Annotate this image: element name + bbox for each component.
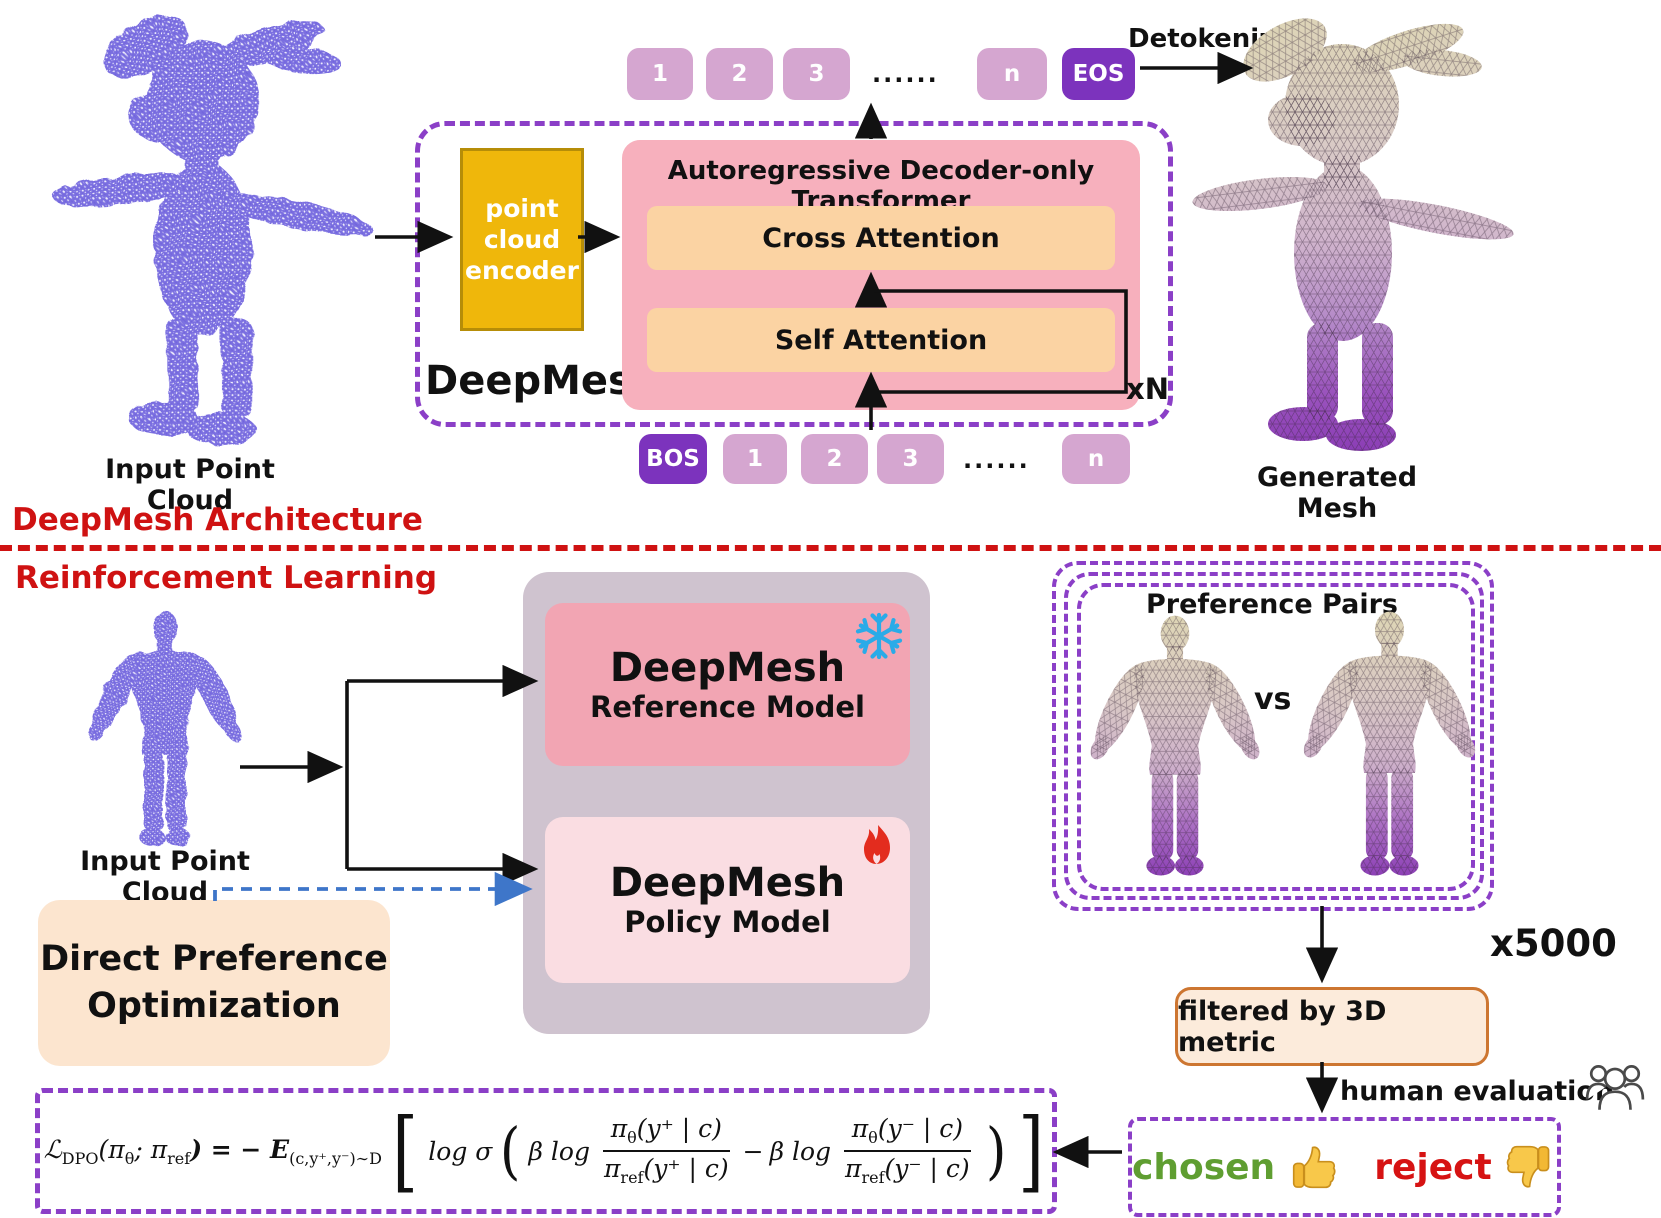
rl-input-point-cloud-image xyxy=(84,611,246,846)
policy-model-box: DeepMesh Policy Model xyxy=(545,817,910,983)
people-icon xyxy=(1585,1065,1645,1110)
flame-icon xyxy=(864,825,890,864)
thumbs-up-icon xyxy=(1293,1146,1336,1189)
dpo-line-2: Optimization xyxy=(87,986,341,1026)
formula-lhs: ℒDPO(πθ; πref) = − E(c,y⁺,y⁻)∼D xyxy=(43,1134,382,1168)
generated-mesh-caption: Generated Mesh xyxy=(1256,462,1418,524)
thumbs-down-icon xyxy=(1506,1145,1550,1188)
preference-pairs-stack-middle xyxy=(1064,572,1484,900)
preference-mesh-right-image xyxy=(1298,611,1481,876)
reject-label: reject xyxy=(1374,1146,1492,1188)
architecture-section-label: DeepMesh Architecture xyxy=(12,502,423,538)
section-divider xyxy=(0,545,1661,551)
dpo-line-1: Direct Preference xyxy=(40,938,388,979)
output-token: 2 xyxy=(706,48,773,100)
output-token: 1 xyxy=(627,48,693,100)
formula-log-sigma: log σ xyxy=(428,1136,493,1166)
policy-model-subtitle: Policy Model xyxy=(624,905,831,939)
input-token: 3 xyxy=(877,434,944,484)
filter-box: filtered by 3D metric xyxy=(1175,987,1489,1066)
transformer-title: Autoregressive Decoder-only Transformer xyxy=(667,156,1095,216)
input-point-cloud-image xyxy=(51,5,376,446)
generated-mesh-image xyxy=(1190,8,1517,451)
output-token-eos: EOS xyxy=(1062,48,1135,100)
rl-section-label: Reinforcement Learning xyxy=(15,560,438,596)
repeat-xn-label: xN xyxy=(1126,372,1169,406)
pair-count-label: x5000 xyxy=(1490,922,1617,965)
deepmesh-label: DeepMesh xyxy=(425,358,661,404)
dpo-formula-box: ℒDPO(πθ; πref) = − E(c,y⁺,y⁻)∼D [ log σ … xyxy=(35,1088,1057,1214)
input-token-bos: BOS xyxy=(639,434,707,484)
chosen-reject-box: chosen reject xyxy=(1128,1117,1561,1217)
transformer-box: Autoregressive Decoder-only Transformer … xyxy=(622,140,1140,410)
reference-model-subtitle: Reference Model xyxy=(589,689,865,724)
input-token: 1 xyxy=(723,434,787,484)
output-token-ellipsis: ...... xyxy=(872,60,939,88)
snowflake-icon xyxy=(855,612,903,660)
input-token: 2 xyxy=(801,434,868,484)
input-token-ellipsis: ...... xyxy=(963,446,1030,474)
input-point-cloud-caption: Input Point Cloud xyxy=(105,454,275,516)
encoder-line-1: point xyxy=(485,193,559,223)
output-token: n xyxy=(977,48,1047,100)
human-evaluation-label: human evaluation xyxy=(1340,1076,1615,1107)
reference-model-title: DeepMesh xyxy=(609,644,846,691)
formula-minus: − xyxy=(742,1136,764,1166)
encoder-line-3: encoder xyxy=(465,256,579,286)
policy-model-title: DeepMesh xyxy=(609,860,846,906)
formula-beta-log-2: β log xyxy=(769,1136,832,1166)
formula-fraction-negative: πθ(y⁻ | c) πref(y⁻ | c) xyxy=(843,1114,971,1187)
input-token: n xyxy=(1062,434,1130,484)
point-cloud-encoder-box: point cloud encoder xyxy=(460,148,584,331)
cross-attention-box: Cross Attention xyxy=(647,206,1115,270)
preference-mesh-left-image xyxy=(1085,615,1265,876)
rl-input-point-cloud-caption: Input Point Cloud xyxy=(80,846,250,908)
preference-pairs-stack-outer xyxy=(1052,561,1494,911)
vs-label: vs xyxy=(1254,682,1292,717)
formula-beta-log-1: β log xyxy=(528,1136,590,1166)
deepmesh-dashed-box xyxy=(415,121,1173,427)
dpo-box: Direct Preference Optimization xyxy=(38,900,390,1066)
preference-pairs-title: Preference Pairs xyxy=(1146,589,1398,620)
preference-pairs-box xyxy=(1077,583,1475,891)
output-token: 3 xyxy=(783,48,850,100)
chosen-label: chosen xyxy=(1132,1146,1276,1188)
dpo-formula: ℒDPO(πθ; πref) = − E(c,y⁺,y⁻)∼D [ log σ … xyxy=(43,1099,1044,1202)
reference-model-box: DeepMesh Reference Model xyxy=(545,603,910,766)
encoder-line-2: cloud xyxy=(483,224,561,254)
self-attention-box: Self Attention xyxy=(647,308,1115,372)
formula-fraction-positive: πθ(y⁺ | c) πref(y⁺ | c) xyxy=(602,1114,730,1187)
